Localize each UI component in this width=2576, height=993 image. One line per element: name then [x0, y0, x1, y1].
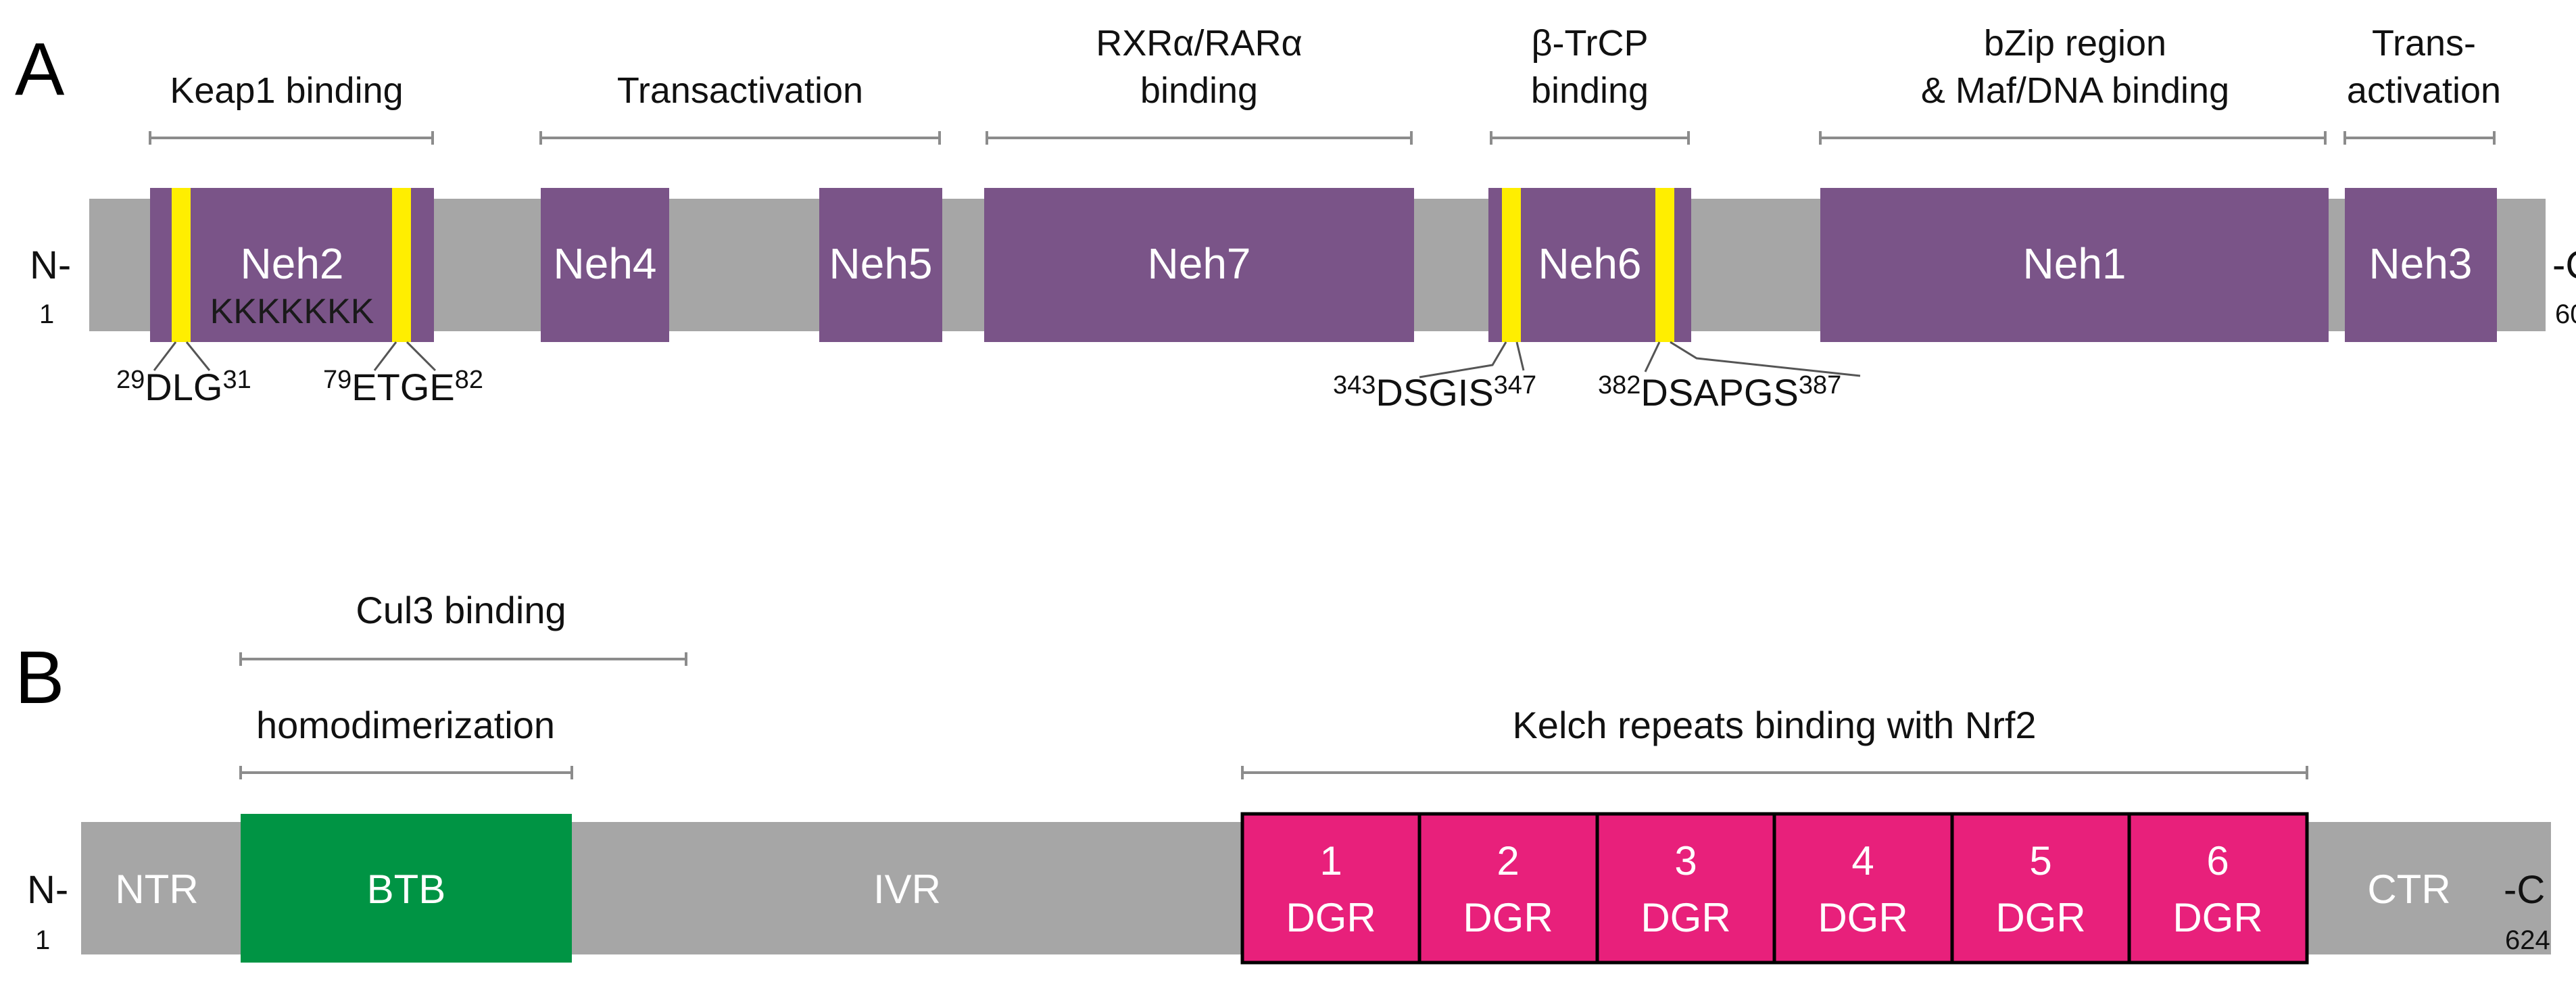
- dgr-number-2: 2: [1497, 838, 1519, 883]
- region-label-trans-line2: activation: [2347, 70, 2501, 111]
- dgr-box-4: [1772, 812, 1954, 965]
- panel-b-n-terminus: N-: [27, 868, 68, 912]
- region-label-rxr-rar-line2: binding: [1140, 70, 1258, 111]
- region-label-rxr-rar-line1: RXRα/RARα: [1096, 23, 1302, 64]
- motif-label-etge: 79ETGE82: [323, 366, 483, 408]
- dgr-label-1: DGR: [1286, 895, 1376, 940]
- motif-dsgis-seq: DSGIS: [1376, 371, 1493, 414]
- motif-label-dsapgs: 382DSAPGS387: [1598, 371, 1841, 414]
- region-label-bzip-line1: bZip region: [1984, 23, 2166, 64]
- dgr-label-4: DGR: [1818, 895, 1907, 940]
- dgr-label-5: DGR: [1995, 895, 2085, 940]
- region-label-cul3-binding: Cul3 binding: [356, 589, 566, 631]
- motif-band-dsapgs: [1655, 188, 1674, 342]
- panel-a-label: A: [15, 28, 65, 111]
- dgr-box-1: [1240, 812, 1421, 965]
- domain-label-neh6: Neh6: [1538, 239, 1642, 288]
- dgr-number-5: 5: [2029, 838, 2051, 883]
- region-label-trans-line1: Trans-: [2372, 23, 2476, 64]
- motif-bands: [172, 188, 1674, 342]
- motif-dsgis-end: 347: [1494, 371, 1536, 399]
- panel-b-region-brackets: [239, 652, 2308, 779]
- motif-band-dsgis: [1502, 188, 1521, 342]
- dgr-box-6: [2127, 812, 2309, 965]
- dgr-number-4: 4: [1851, 838, 1874, 883]
- panel-b-start-residue: 1: [35, 925, 50, 955]
- region-label-transactivation: Transactivation: [617, 70, 863, 111]
- motif-dlg-start: 29: [116, 366, 145, 394]
- panel-b-end-residue: 624: [2505, 925, 2550, 955]
- domain-label-btb: BTB: [367, 867, 446, 912]
- dgr-label-2: DGR: [1463, 895, 1553, 940]
- panel-b-c-terminus: -C: [2504, 868, 2545, 912]
- lysine-cluster: KKKKKKK: [210, 292, 374, 331]
- motif-band-etge: [392, 188, 411, 342]
- motif-dlg-end: 31: [222, 366, 251, 394]
- dgr-box-3: [1595, 812, 1776, 965]
- motif-dsapgs-seq: DSAPGS: [1641, 371, 1798, 414]
- region-label-btrcp-line2: binding: [1531, 70, 1649, 111]
- domain-label-neh5: Neh5: [829, 239, 933, 288]
- domain-label-ctr: CTR: [2367, 867, 2450, 912]
- region-label-bzip-line2: & Maf/DNA binding: [1921, 70, 2229, 111]
- domain-label-neh7: Neh7: [1148, 239, 1251, 288]
- domain-neh1: [1820, 188, 2329, 342]
- motif-dsapgs-start: 382: [1598, 371, 1641, 399]
- panel-a-c-terminus: -C: [2552, 243, 2576, 287]
- motif-leader-lines: [153, 341, 1861, 379]
- motif-dsgis-start: 343: [1333, 371, 1376, 399]
- dgr-number-3: 3: [1674, 838, 1697, 883]
- dgr-number-1: 1: [1319, 838, 1342, 883]
- dgr-number-6: 6: [2206, 838, 2229, 883]
- panel-a-start-residue: 1: [39, 299, 54, 329]
- region-label-homodimerization: homodimerization: [256, 704, 555, 746]
- dgr-label-3: DGR: [1641, 895, 1730, 940]
- motif-etge-end: 82: [455, 366, 483, 394]
- domain-neh5: [819, 188, 942, 342]
- domain-label-ntr: NTR: [115, 867, 198, 912]
- panel-b: B Cul3 binding homodimerization Kelch re…: [15, 589, 2551, 965]
- dgr-box-5: [1950, 812, 2131, 965]
- region-label-keap1-binding: Keap1 binding: [170, 70, 403, 111]
- region-label-btrcp-line1: β-TrCP: [1531, 23, 1648, 64]
- motif-band-dlg: [172, 188, 191, 342]
- panel-a-n-terminus: N-: [30, 243, 71, 287]
- motif-label-dsgis: 343DSGIS347: [1333, 371, 1536, 414]
- panel-b-label: B: [15, 636, 64, 719]
- domain-neh7: [984, 188, 1414, 342]
- domain-label-ivr: IVR: [873, 867, 941, 912]
- dgr-label-6: DGR: [2172, 895, 2262, 940]
- domain-btb: [241, 814, 572, 963]
- motif-etge-start: 79: [323, 366, 351, 394]
- motif-label-dlg: 29DLG31: [116, 366, 251, 408]
- motif-dlg-seq: DLG: [145, 366, 222, 408]
- region-label-kelch-repeats: Kelch repeats binding with Nrf2: [1512, 704, 2036, 746]
- motif-etge-seq: ETGE: [351, 366, 454, 408]
- domain-neh2: [150, 188, 434, 342]
- domain-label-neh1: Neh1: [2023, 239, 2127, 288]
- domain-neh4: [541, 188, 669, 342]
- panel-a-end-residue: 605: [2555, 299, 2576, 329]
- domain-label-neh3: Neh3: [2369, 239, 2473, 288]
- panel-a: A Keap1 binding Transactivation RXRα/RAR…: [15, 23, 2576, 414]
- panel-a-region-brackets: [149, 131, 2496, 145]
- domain-label-neh4: Neh4: [554, 239, 657, 288]
- domain-neh3: [2345, 188, 2497, 342]
- kelch-dgr-boxes: [1240, 812, 2309, 965]
- motif-dsapgs-end: 387: [1799, 371, 1841, 399]
- domain-label-neh2: Neh2: [241, 239, 344, 288]
- dgr-box-2: [1417, 812, 1599, 965]
